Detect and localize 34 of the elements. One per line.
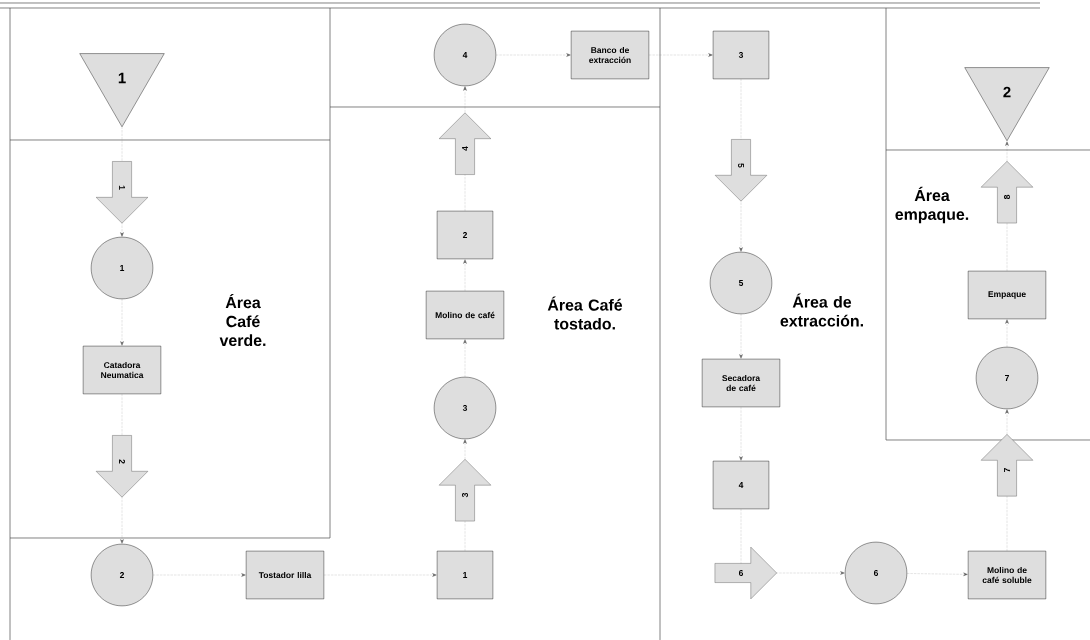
transport-arrow (95, 393, 149, 544)
transport-arrow (980, 409, 1034, 552)
edge-label: 4 (462, 146, 468, 151)
process-box: 2 (436, 210, 494, 260)
process-box: Tostador lilla (245, 550, 325, 600)
area-label: Área Café tostado. (547, 296, 623, 330)
storage-triangle: 1 (79, 53, 165, 127)
edge-label: 1 (119, 185, 125, 190)
process-box: Molino de café soluble (967, 550, 1047, 600)
process-box: 4 (712, 460, 770, 510)
process-box: Molino de café (425, 290, 505, 340)
area-label: Área empaque. (895, 186, 969, 224)
transport-arrow (714, 508, 845, 600)
edge-label: 5 (738, 163, 744, 168)
transport-arrow (438, 86, 492, 212)
area-label: Área Café verde. (219, 293, 266, 347)
transport-arrow (980, 141, 1034, 272)
transport-arrow (95, 127, 149, 237)
process-box: Catadora Neumatica (82, 345, 162, 395)
storage-triangle: 2 (964, 67, 1050, 141)
process-box: 3 (712, 30, 770, 80)
process-box: 1 (436, 550, 494, 600)
process-box: Empaque (967, 270, 1047, 320)
edge-label: 3 (462, 492, 468, 498)
transport-arrow (438, 439, 492, 552)
transport-arrow (714, 78, 768, 252)
edge-label: 7 (1004, 468, 1010, 473)
flow-arrow (906, 572, 968, 577)
edge-label: 2 (119, 459, 125, 464)
edge-label: 6 (738, 570, 744, 576)
edge-label: 8 (1004, 194, 1010, 200)
process-box: Banco de extracción (570, 30, 650, 80)
area-label: Área de extracción. (780, 293, 863, 327)
process-box: Secadora de café (701, 358, 781, 408)
